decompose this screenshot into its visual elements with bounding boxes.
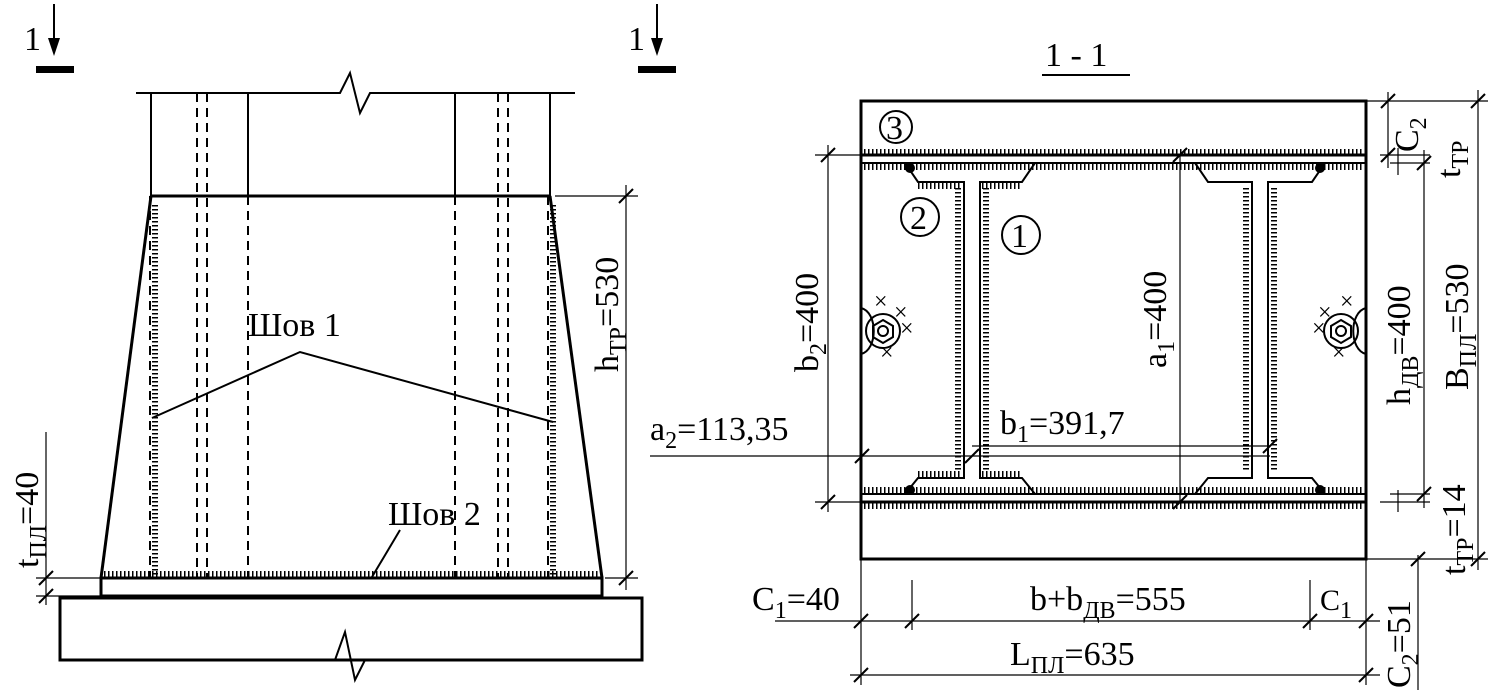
callout-2: 2 (900, 197, 940, 237)
section-marker-right: 1 (628, 4, 676, 73)
weld-1-label: Шов 1 (248, 307, 341, 344)
section-1-1-view: 1 - 1 (650, 37, 1488, 690)
c1-left-dimension: C1=40 (752, 581, 840, 624)
svg-text:3: 3 (886, 110, 903, 147)
c2-bottom-dimension: C2=51 (1381, 600, 1424, 688)
b-bdv-dimension: b+bДВ=555 (1030, 581, 1186, 624)
svg-text:×: × (880, 340, 894, 366)
a1-dimension: a1=400 (1137, 271, 1180, 368)
svg-text:×: × (1312, 316, 1326, 342)
callout-3: 3 (879, 110, 913, 147)
section-marker-left: 1 (24, 4, 74, 73)
i-beam-left (902, 162, 1038, 495)
svg-text:×: × (1340, 289, 1354, 315)
h-tr-dimension: hТР=530 (589, 257, 632, 372)
svg-text:×: × (894, 300, 908, 326)
svg-text:×: × (900, 316, 914, 342)
anchor-bolt-right: × × × × (1312, 289, 1359, 366)
anchor-bolt-left: × × × × (865, 289, 914, 366)
c1-right-dimension: C1 (1320, 584, 1352, 624)
t-tr-top-dimension: tТР (1431, 141, 1474, 178)
section-title: 1 - 1 (1045, 37, 1107, 74)
a2-dimension: a2=113,35 (650, 411, 789, 454)
section-marker-label: 1 (628, 21, 645, 58)
svg-text:×: × (1332, 340, 1346, 366)
svg-text:×: × (874, 289, 888, 315)
c2-top-dimension: C2 (1389, 117, 1432, 152)
h-dv-dimension: hДВ=400 (1381, 285, 1424, 405)
svg-text:×: × (1318, 300, 1332, 326)
weld-2-label: Шов 2 (388, 496, 481, 533)
svg-text:1: 1 (1011, 218, 1028, 255)
b2-dimension: b2=400 (789, 273, 832, 372)
elevation-view: Шов 1 Шов 2 hТР=530 tПЛ=40 (9, 70, 644, 684)
t-pl-dimension: tПЛ=40 (9, 472, 52, 568)
b-pl-dimension: BПЛ=530 (1439, 264, 1482, 390)
callout-1: 1 (1001, 215, 1041, 255)
b1-dimension: b1=391,7 (1000, 405, 1125, 448)
i-beam-right (1192, 162, 1328, 495)
svg-text:2: 2 (910, 200, 927, 237)
t-tr-bottom-dimension: tТР=14 (1436, 484, 1479, 575)
l-pl-dimension: LПЛ=635 (1010, 636, 1135, 679)
section-marker-label: 1 (24, 21, 41, 58)
